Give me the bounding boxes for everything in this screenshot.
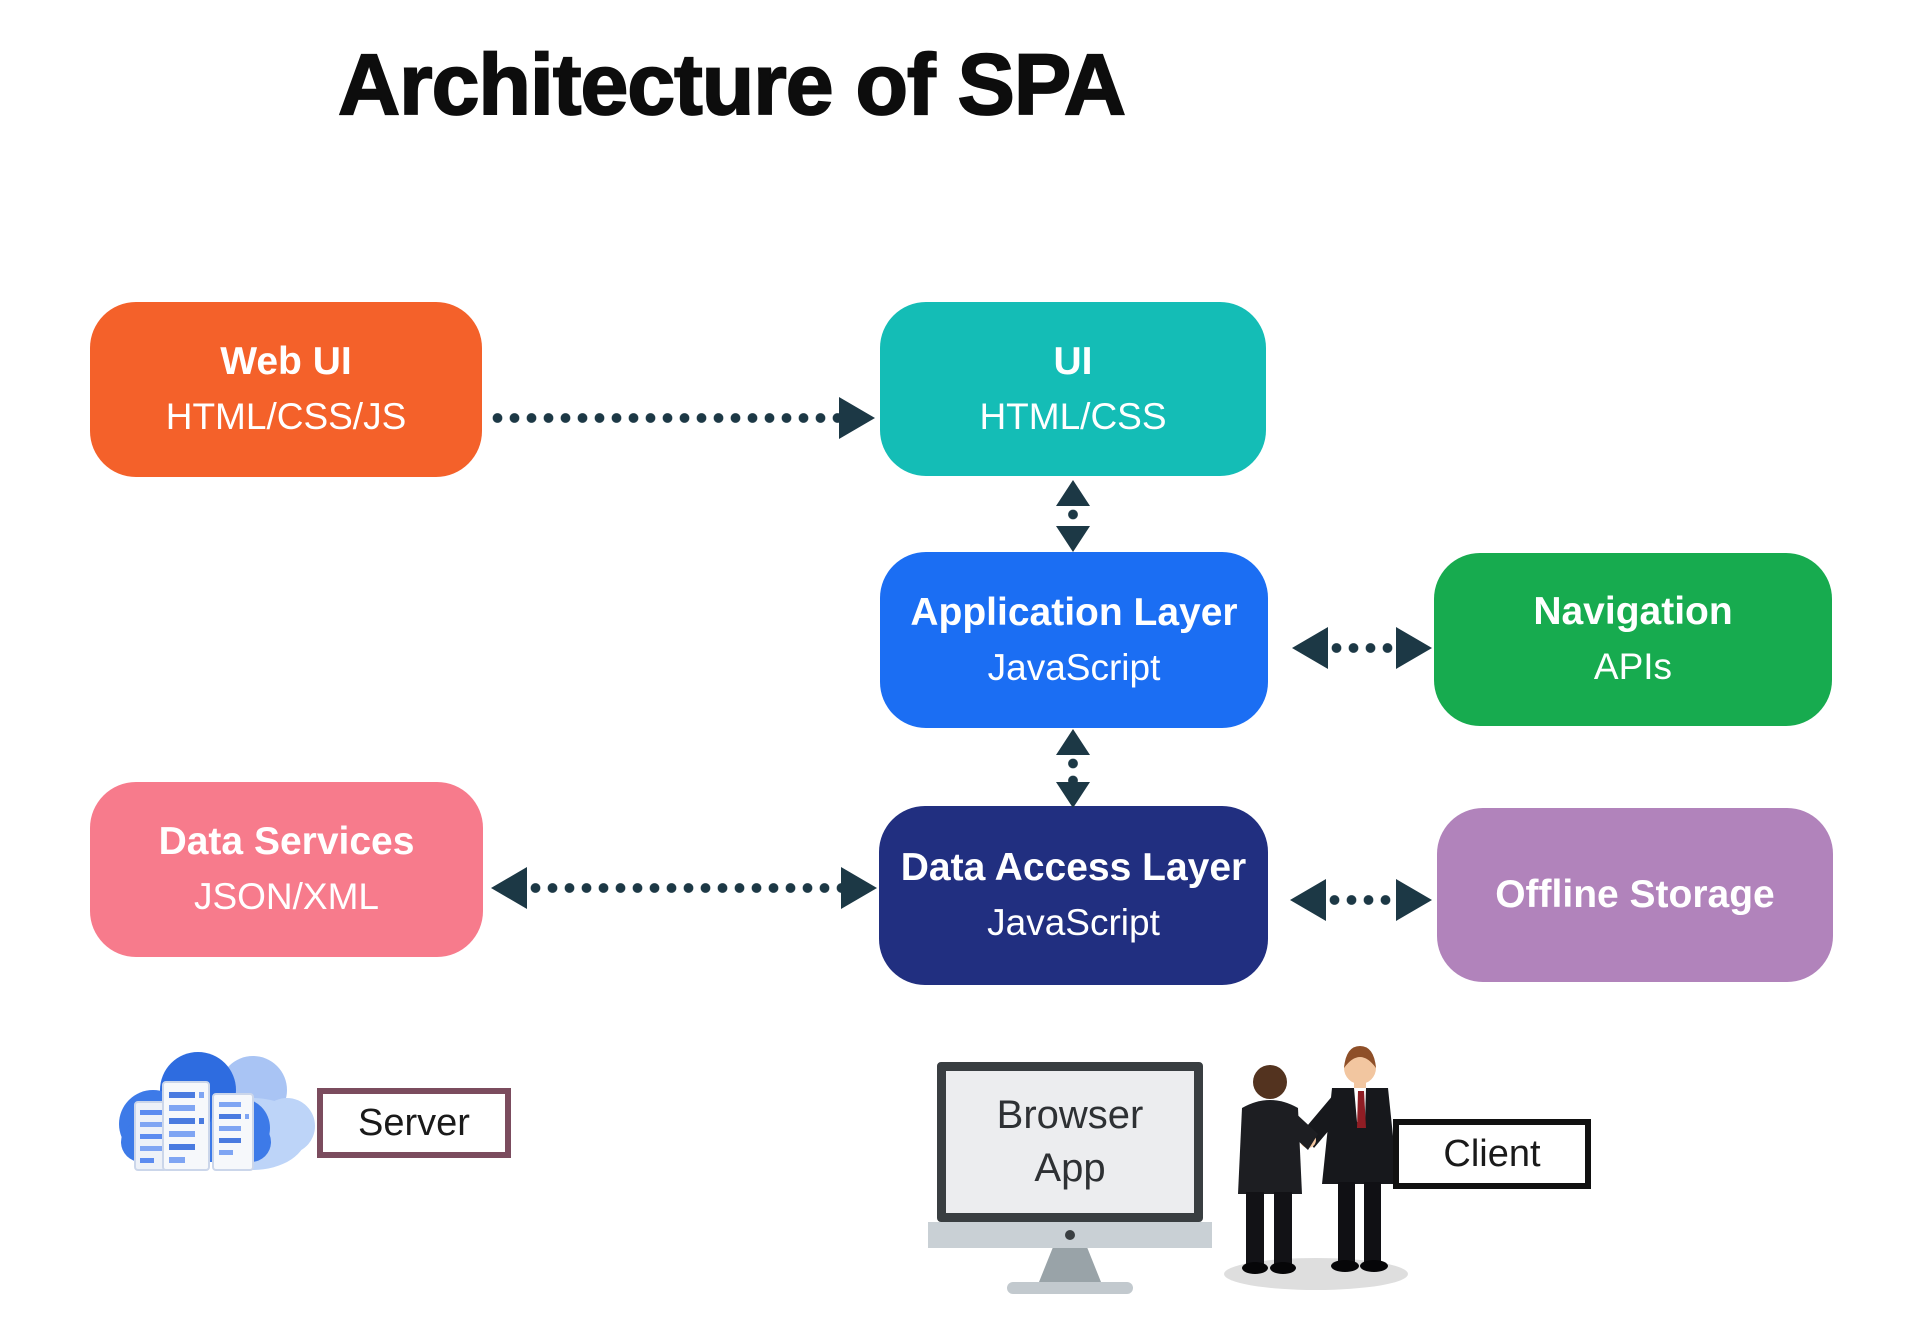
monitor-button-icon [1065,1230,1075,1240]
arrow-application-navigation-bidirectional [1292,627,1432,669]
node-offline-storage-title: Offline Storage [1495,872,1775,916]
monitor-screen: Browser App [937,1062,1203,1222]
browser-app-label-line1: Browser [996,1093,1144,1137]
node-web-ui-subtitle: HTML/CSS/JS [165,396,407,438]
arrowhead-left-icon [1290,879,1326,921]
arrow-dataservices-dataaccess-bidirectional [491,867,877,909]
monitor-stand [1039,1248,1101,1282]
node-navigation-subtitle: APIs [1593,646,1673,688]
node-data-services-title: Data Services [158,820,415,864]
node-application-layer-title: Application Layer [910,590,1238,634]
arrowhead-left-icon [491,867,527,909]
desktop-monitor-icon: Browser App [924,1062,1216,1294]
node-ui-subtitle: HTML/CSS [979,395,1167,437]
node-application-layer-subtitle: JavaScript [987,646,1161,688]
monitor-base [1007,1282,1133,1294]
node-data-access-layer-subtitle: JavaScript [987,902,1160,944]
dotted-line [1067,506,1079,526]
browser-app-label-line2: App [1034,1146,1106,1190]
arrowhead-left-icon [1292,627,1328,669]
arrowhead-right-icon [1396,879,1432,921]
node-web-ui: Web UI HTML/CSS/JS [90,302,482,477]
node-navigation: Navigation APIs [1434,553,1832,726]
dotted-line [1326,894,1396,906]
dotted-line [1328,642,1396,654]
server-label: Server [317,1088,511,1158]
client-label-text: Client [1443,1132,1541,1175]
node-ui-title: UI [1053,339,1093,383]
node-web-ui-title: Web UI [220,340,352,384]
arrowhead-right-icon [841,867,877,909]
node-data-services-subtitle: JSON/XML [193,876,380,918]
node-application-layer: Application Layer JavaScript [880,552,1268,728]
dotted-line [489,412,839,424]
arrow-ui-application-bidirectional [1055,480,1091,552]
node-data-access-layer-title: Data Access Layer [900,846,1247,890]
node-ui: UI HTML/CSS [880,302,1266,476]
cloud-server-icon [119,1052,315,1171]
node-data-access-layer: Data Access Layer JavaScript [879,806,1268,985]
dotted-line [1067,755,1079,782]
client-label: Client [1393,1119,1591,1189]
arrowhead-up-icon [1056,480,1090,506]
arrow-application-dataaccess-bidirectional [1055,729,1091,808]
arrowhead-up-icon [1056,729,1090,755]
arrowhead-down-icon [1056,782,1090,808]
arrow-webui-to-ui [489,397,875,439]
node-data-services: Data Services JSON/XML [90,782,483,957]
arrowhead-right-icon [839,397,875,439]
page-title: Architecture of SPA [337,36,1127,134]
arrow-dataaccess-offlinestorage-bidirectional [1290,879,1432,921]
monitor-chin [928,1222,1212,1248]
dotted-line [527,882,841,894]
arrowhead-right-icon [1396,627,1432,669]
node-offline-storage: Offline Storage [1437,808,1833,982]
node-navigation-title: Navigation [1533,590,1733,634]
arrowhead-down-icon [1056,526,1090,552]
handshake-people-icon [1224,1046,1408,1290]
server-label-text: Server [358,1101,470,1144]
